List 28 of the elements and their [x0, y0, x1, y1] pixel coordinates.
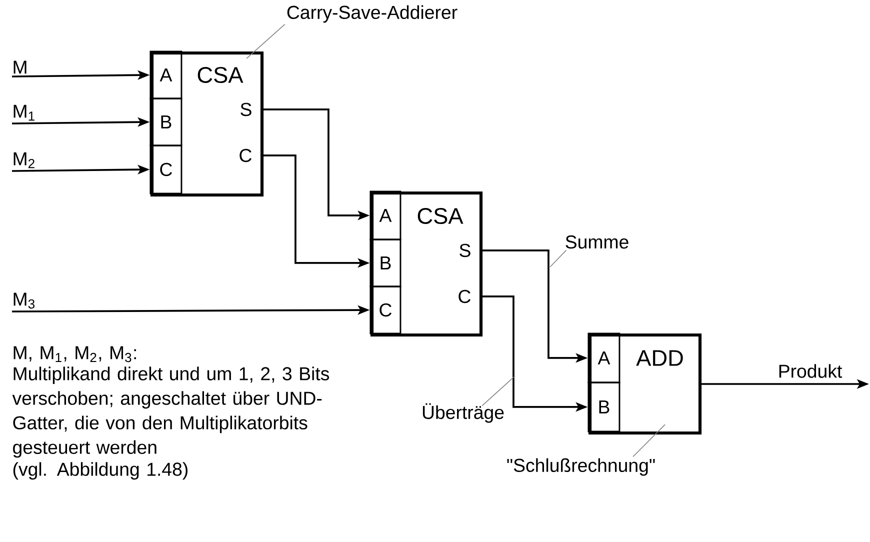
input-port-cell: A	[370, 190, 402, 240]
input-signal-label: M$_{3}$	[14, 292, 34, 309]
annotation-text: Carry-Save-Addierer	[287, 5, 458, 23]
annotation-text: Summe	[566, 235, 628, 249]
note-text: M, M$_{1}$, M$_{2}$, M$_{3}$:	[14, 346, 136, 362]
leader-line	[246, 24, 286, 59]
output-port-label: S	[240, 102, 252, 116]
output-port-label: S	[460, 244, 470, 258]
input-signal-label: M$_{1}$	[14, 104, 34, 121]
annotation-text: Überträge	[422, 403, 504, 423]
annotation-text: "Schlußrechnung"	[507, 458, 655, 476]
note-text: Multiplikand direkt und um 1, 2, 3 Bits verschoben; angeschaltet über UND-Gatter, die von den Multiplikatorbits gesteuert werden	[12, 366, 330, 458]
input-port-cell: C	[150, 144, 182, 194]
edge-label: Produkt	[776, 362, 844, 380]
input-port-cell: C	[370, 286, 402, 334]
input-signal-label: M$_{2}$	[14, 152, 34, 168]
input-port-cell: B	[588, 382, 620, 432]
input-port-cell: B	[370, 238, 402, 288]
input-signal-label: M	[14, 60, 26, 74]
input-port-cell: B	[150, 98, 182, 146]
leader-line	[632, 424, 666, 458]
leader-line	[482, 376, 516, 406]
input-port-cell: A	[588, 332, 620, 384]
leader-line	[550, 250, 567, 268]
output-port-label: C	[458, 290, 470, 304]
output-port-label: C	[240, 148, 252, 162]
input-port-cell: A	[150, 50, 182, 100]
note-text: (vgl. Abbildung 1.48)	[13, 462, 188, 480]
